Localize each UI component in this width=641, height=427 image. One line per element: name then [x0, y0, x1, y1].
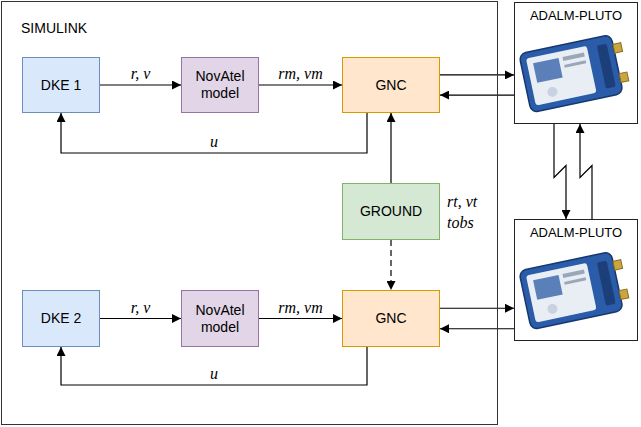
signal-arrow	[100, 318, 181, 319]
signal-label: u	[208, 133, 220, 151]
dashed-arrow	[390, 240, 391, 290]
signal-arrow	[440, 328, 514, 329]
signal-arrow	[259, 84, 342, 85]
signal-arrow	[61, 347, 367, 385]
signal-arrow	[259, 318, 342, 319]
box-label: DKE 1	[41, 77, 81, 94]
dynamics-box: DKE 2	[22, 290, 100, 347]
connector-group	[61, 75, 592, 385]
box-label: DKE 2	[41, 310, 81, 327]
signal-label: u	[208, 365, 220, 383]
box-label: GNC	[375, 77, 406, 94]
frame-title: ADALM-PLUTO	[530, 7, 622, 24]
sdr-device-picture	[519, 33, 631, 113]
box-label: GROUND	[360, 203, 422, 220]
signal-arrow	[61, 113, 367, 153]
signal-arrow	[390, 113, 391, 183]
signal-label: rm, vm	[276, 299, 324, 317]
simulink-frame: SIMULINKDKE 1NovAtel modelGNCGROUNDDKE 2…	[1, 1, 498, 425]
ground-box: GROUND	[342, 183, 440, 240]
signal-label: rm, vm	[276, 65, 324, 83]
box-label: NovAtel model	[188, 302, 252, 336]
signal-arrow	[580, 124, 592, 219]
signal-label: tobs	[447, 214, 474, 232]
signal-label: rt, vt	[447, 193, 477, 211]
sensor-model-box: NovAtel model	[181, 57, 259, 113]
gnc-box: GNC	[342, 57, 440, 113]
signal-arrow	[440, 74, 514, 75]
frame-title: SIMULINK	[21, 20, 87, 37]
signal-arrow	[440, 94, 514, 95]
sdr-frame: ADALM-PLUTO	[514, 2, 638, 124]
sdr-device-picture	[519, 250, 631, 330]
sdr-frame: ADALM-PLUTO	[514, 219, 638, 341]
signal-label: r, v	[129, 299, 153, 317]
box-label: GNC	[375, 310, 406, 327]
sensor-model-box: NovAtel model	[181, 290, 259, 347]
signal-arrow	[440, 308, 514, 309]
signal-arrow	[100, 84, 181, 85]
signal-label: r, v	[129, 65, 153, 83]
gnc-box: GNC	[342, 290, 440, 347]
frame-title: ADALM-PLUTO	[530, 224, 622, 241]
dynamics-box: DKE 1	[22, 57, 100, 113]
signal-arrow	[554, 124, 566, 219]
box-label: NovAtel model	[188, 68, 252, 102]
